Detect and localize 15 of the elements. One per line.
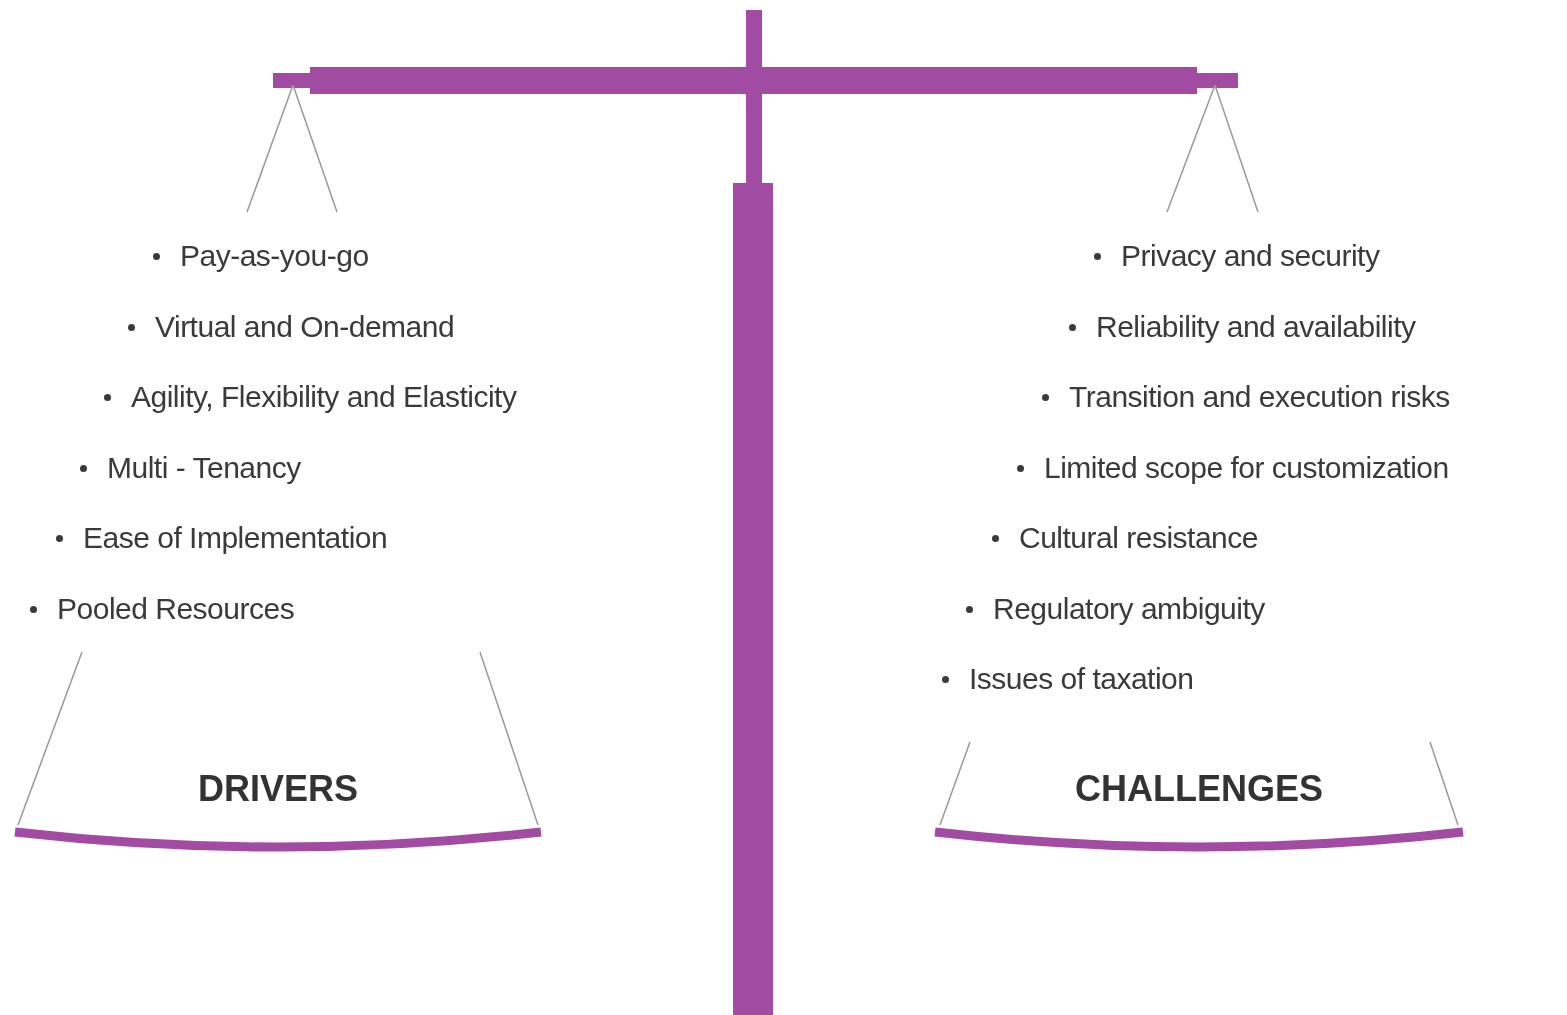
list-item-text: Privacy and security [1121, 238, 1380, 274]
list-item-text: Cultural resistance [1019, 520, 1258, 556]
list-item-text: Reliability and availability [1096, 309, 1416, 345]
pan-heading: CHALLENGES [1074, 768, 1324, 810]
list-item-text: Multi - Tenancy [107, 450, 301, 486]
list-item-text: Ease of Implementation [83, 520, 388, 556]
list-item-text: Agility, Flexibility and Elasticity [131, 379, 517, 415]
list-item-text: Issues of taxation [969, 661, 1194, 697]
list-item-text: Limited scope for customization [1044, 450, 1449, 486]
list-item-text: Transition and execution risks [1069, 379, 1450, 415]
list-item-text: Regulatory ambiguity [993, 591, 1265, 627]
list-item-text: Pay-as-you-go [180, 238, 369, 274]
list-item-text: Pooled Resources [57, 591, 295, 627]
list-item-text: Virtual and On-demand [155, 309, 455, 345]
pan-heading: DRIVERS [197, 768, 359, 810]
